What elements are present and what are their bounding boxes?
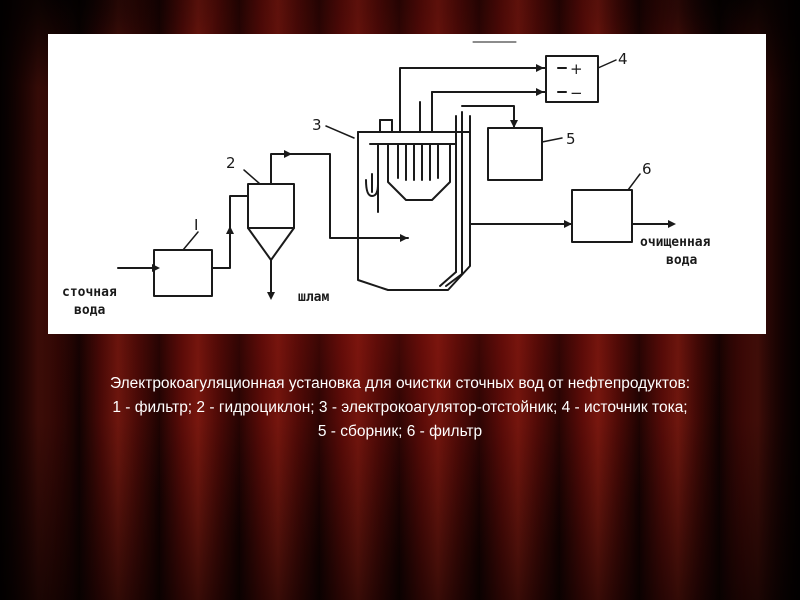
hydrocyclone-2 [247, 183, 295, 300]
diagram-svg: I 2 шлам [62, 41, 711, 318]
hydrocyclone-2-number: 2 [226, 154, 236, 172]
outlet-flow-arrow [631, 220, 676, 228]
filter-1-leader [182, 231, 199, 251]
collector-5-box [487, 127, 543, 181]
diagram-panel: I 2 шлам [48, 34, 766, 334]
power-source-4-leader [597, 59, 617, 69]
outlet-label-line1: очищенная [640, 235, 711, 250]
caption-line-1: Электрокоагуляционная установка для очис… [109, 375, 691, 392]
filter-1-box [153, 249, 213, 297]
electrocoagulator-3-number: 3 [312, 116, 322, 134]
electrocoagulator-3-leader [325, 125, 355, 139]
power-minus-symbol: − [570, 84, 583, 102]
inlet-label-line2: вода [74, 303, 105, 318]
hydrocyclone-2-leader [243, 169, 261, 185]
figure-caption: Электрокоагуляционная установка для очис… [20, 372, 780, 444]
outlet-label-line2: вода [666, 253, 697, 268]
filter-1-number: I [194, 216, 198, 234]
power-source-4 [545, 55, 599, 103]
pipe-electrocoagulator-to-filter-6 [469, 220, 573, 228]
pipe-filter-to-hydrocyclone [211, 195, 249, 269]
collector-5-leader [541, 137, 563, 143]
pipe-electrocoagulator-to-collector [461, 105, 518, 129]
power-plus-symbol: + [570, 60, 583, 78]
electrocoagulator-3 [357, 91, 471, 291]
pipe-hydrocyclone-to-electrocoagulator [270, 150, 409, 242]
power-source-4-number: 4 [618, 50, 628, 68]
filter-6-box [571, 189, 633, 243]
collector-5-number: 5 [566, 130, 576, 148]
filter-6-number: 6 [642, 160, 652, 178]
caption-line-2: 1 - фильтр; 2 - гидроциклон; 3 - электро… [112, 399, 688, 416]
power-wires [399, 64, 547, 133]
caption-line-3: 5 - сборник; 6 - фильтр [317, 423, 483, 440]
sludge-label: шлам [298, 290, 329, 305]
filter-6-leader [627, 173, 641, 191]
inlet-label-line1: сточная [62, 285, 117, 300]
